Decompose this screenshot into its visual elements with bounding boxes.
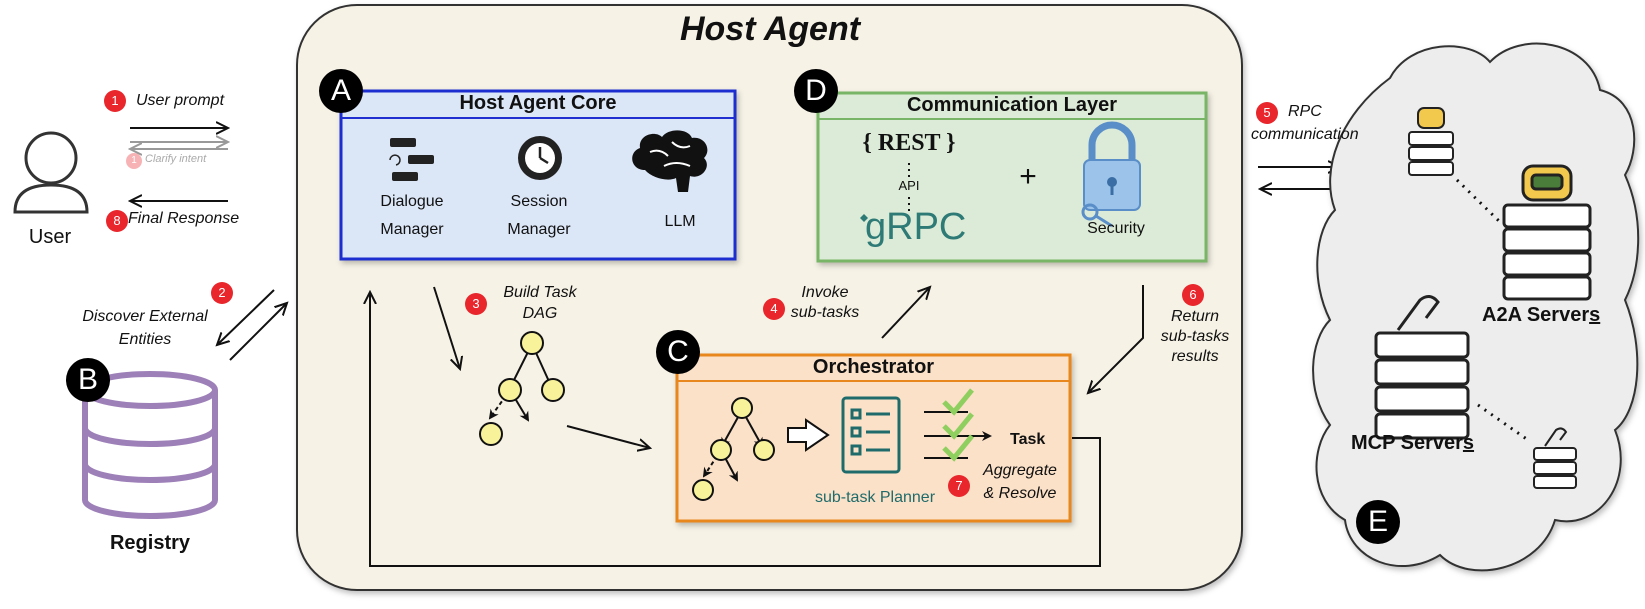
task-label: Task <box>1010 431 1046 448</box>
step-7-label-line2: & Resolve <box>983 485 1057 502</box>
registry-badge: B <box>66 358 110 402</box>
step-1-label: User prompt <box>136 92 225 109</box>
step-5-label-line2: communication <box>1251 126 1359 143</box>
mcp-server-icon <box>1374 295 1470 440</box>
grpc-label: gRPC <box>865 206 967 248</box>
step-1-badge: 1 <box>104 90 126 112</box>
step-6-label-line1: Return <box>1170 308 1220 325</box>
a2a-servers-s: s <box>1589 304 1601 326</box>
host-agent-title: Host Agent <box>679 10 861 48</box>
step-1b-badge: 1 <box>126 153 142 169</box>
orchestrator-badge: C <box>656 330 700 374</box>
step-2-label-line2: Entities <box>118 331 172 348</box>
step-1b-label: Clarify intent <box>145 153 207 165</box>
step-8-badge: 8 <box>106 210 128 232</box>
a2a-servers-label: A2A Servers <box>1482 304 1600 327</box>
comm-badge: D <box>794 69 838 113</box>
step-6-label-line2: sub-tasks <box>1160 328 1230 345</box>
step-3-label-line2: DAG <box>522 305 558 322</box>
dialogue-manager-line2: Manager <box>380 221 444 238</box>
step-2-label-line1: Discover External <box>82 308 208 325</box>
step-4-label-line1: Invoke <box>801 284 849 301</box>
step-4-badge: 4 <box>763 298 785 320</box>
registry-arrows <box>217 289 287 361</box>
step-7-label-line1: Aggregate <box>983 462 1057 479</box>
comm-title: Communication Layer <box>906 94 1118 116</box>
step-3-badge: 3 <box>465 293 487 315</box>
step-5-badge: 5 <box>1256 102 1278 124</box>
step-5-label-line1: RPC <box>1288 103 1322 120</box>
plus-label: + <box>1019 160 1037 193</box>
step-4-label-line2: sub-tasks <box>790 304 860 321</box>
dialogue-icon <box>389 138 434 181</box>
database-icon <box>82 371 218 519</box>
orchestrator-dag-graph <box>692 397 775 501</box>
comm-panel <box>816 91 1208 263</box>
a2a-server-icon <box>1502 164 1592 301</box>
core-title: Host Agent Core <box>459 92 617 114</box>
mcp-servers-s: s <box>1462 432 1475 454</box>
user-icon <box>13 131 89 214</box>
mcp-servers-label: MCP Servers <box>1351 432 1474 455</box>
user-prompt-arrows <box>130 128 228 201</box>
rest-label: { REST } <box>862 130 956 156</box>
task-dag-graph <box>479 331 565 446</box>
orchestrator-panel <box>675 353 1072 523</box>
brain-icon <box>632 130 708 192</box>
planner-list-icon <box>841 396 901 474</box>
user-label: User <box>28 226 72 248</box>
session-manager-line2: Manager <box>507 221 571 238</box>
step-8-label: Final Response <box>128 210 240 227</box>
step-6-badge: 6 <box>1182 284 1204 306</box>
step-3-label-line1: Build Task <box>503 284 577 301</box>
step-2-badge: 2 <box>211 282 233 304</box>
cloud-badge: E <box>1356 500 1400 544</box>
mcp-servers-text: MCP Server <box>1351 432 1463 454</box>
a2a-small-server-icon <box>1408 107 1454 176</box>
security-label: Security <box>1087 220 1145 237</box>
planner-label: sub-task Planner <box>814 489 936 506</box>
flow-arrows <box>370 285 1144 567</box>
a2a-servers-text: A2A Server <box>1482 304 1590 326</box>
step-6-label-line3: results <box>1171 348 1219 365</box>
step-7-badge: 7 <box>948 475 970 497</box>
api-label: API <box>898 178 920 193</box>
session-manager-line1: Session <box>510 193 568 210</box>
core-badge: A <box>319 69 363 113</box>
dialogue-manager-line1: Dialogue <box>380 193 444 210</box>
rpc-arrows <box>1258 167 1342 189</box>
llm-label: LLM <box>664 213 696 230</box>
mcp-small-server-icon <box>1533 427 1577 489</box>
aggregate-checks-icon <box>924 388 992 462</box>
registry-label: Registry <box>109 532 191 554</box>
transform-arrow-icon <box>787 418 830 452</box>
orchestrator-title: Orchestrator <box>812 356 935 378</box>
clock-icon <box>518 136 562 180</box>
lock-icon <box>1081 121 1141 228</box>
